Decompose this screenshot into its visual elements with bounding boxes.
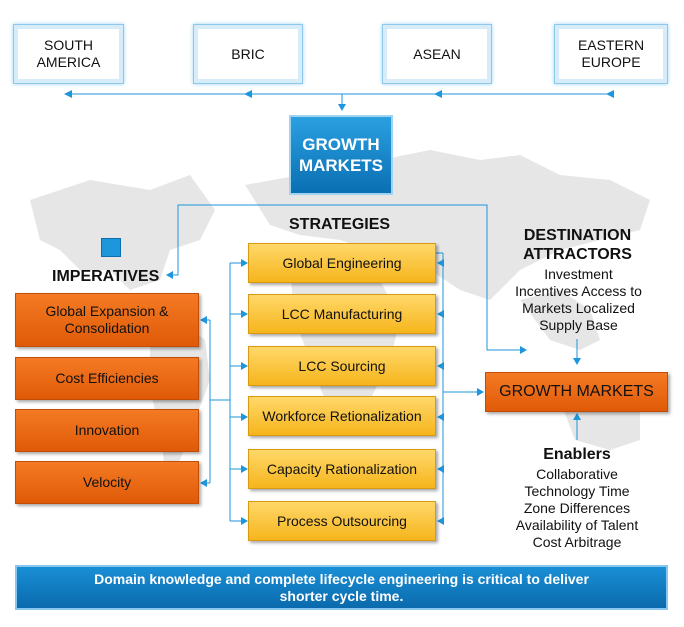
region-south-america: SOUTH AMERICA: [13, 24, 124, 84]
growth-markets-top-box: GROWTH MARKETS: [289, 115, 393, 195]
footer-banner: Domain knowledge and complete lifecycle …: [15, 565, 668, 610]
imperative-item: Global Expansion & Consolidation: [15, 293, 199, 347]
growth-markets-right-box: GROWTH MARKETS: [485, 372, 668, 412]
region-bric: BRIC: [193, 24, 303, 84]
strategy-item: Process Outsourcing: [248, 501, 436, 541]
destination-attractors-text: Investment Incentives Access to Markets …: [515, 266, 642, 333]
region-asean: ASEAN: [382, 24, 492, 84]
enablers-heading: Enablers: [543, 446, 611, 463]
imperative-item: Innovation: [15, 409, 199, 452]
enablers-text: Collaborative Technology Time Zone Diffe…: [515, 466, 639, 550]
imperative-item: Cost Efficiencies: [15, 357, 199, 400]
strategy-item: Global Engineering: [248, 243, 436, 283]
strategy-item: LCC Manufacturing: [248, 294, 436, 334]
destination-attractors-heading: DESTINATION ATTRACTORS: [523, 227, 632, 263]
region-eastern-europe: EASTERN EUROPE: [554, 24, 668, 84]
strategies-heading: STRATEGIES: [289, 216, 391, 233]
imperative-item: Velocity: [15, 461, 199, 504]
strategy-item: Capacity Rationalization: [248, 449, 436, 489]
strategy-item: LCC Sourcing: [248, 346, 436, 386]
blue-square-marker: [101, 238, 121, 257]
imperatives-heading: IMPERATIVES: [52, 268, 160, 285]
strategy-item: Workforce Retionalization: [248, 396, 436, 436]
